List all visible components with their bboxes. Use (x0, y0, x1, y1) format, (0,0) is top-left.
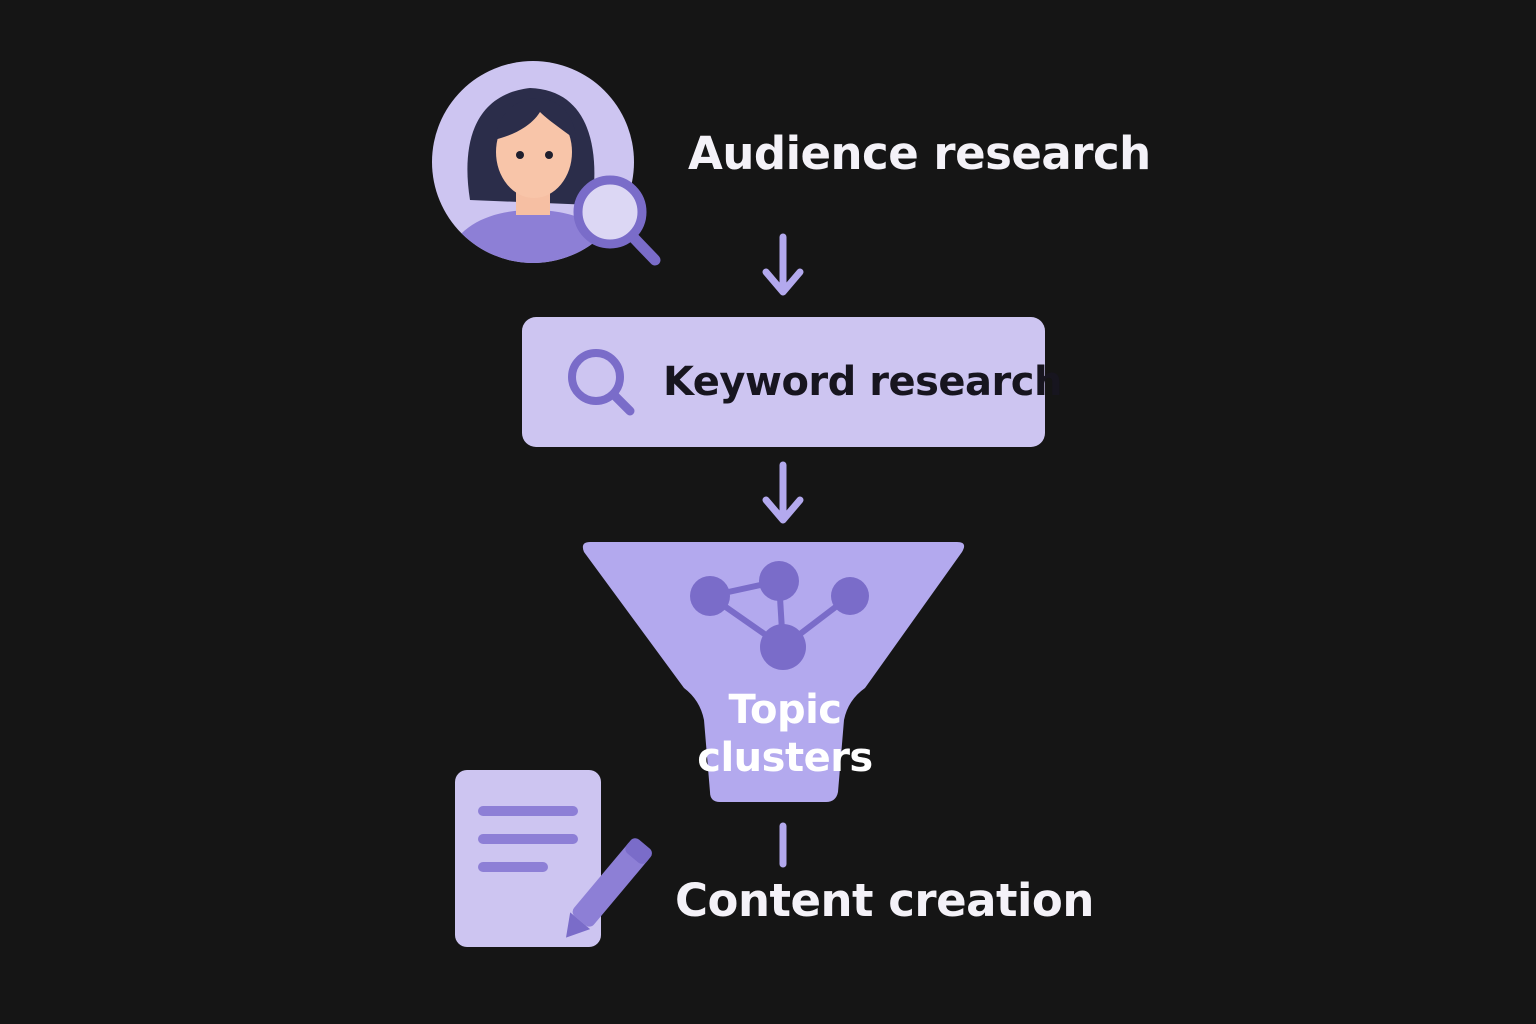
keyword-research-label: Keyword research (663, 359, 1062, 405)
person-search-icon (432, 61, 661, 266)
topic-clusters-label-line1: Topic (728, 687, 842, 733)
funnel-shape (582, 542, 965, 802)
content-creation-label: Content creation (675, 874, 1094, 927)
document-pencil-icon (455, 770, 652, 947)
keyword-research-box: Keyword research (522, 317, 1062, 447)
audience-research-label: Audience research (688, 127, 1151, 180)
arrow-down-icon (762, 461, 804, 524)
magnifier-icon (568, 349, 635, 416)
topic-clusters-label-line2: clusters (697, 735, 873, 781)
network-nodes-icon (690, 561, 869, 670)
arrow-down-icon (762, 233, 804, 296)
